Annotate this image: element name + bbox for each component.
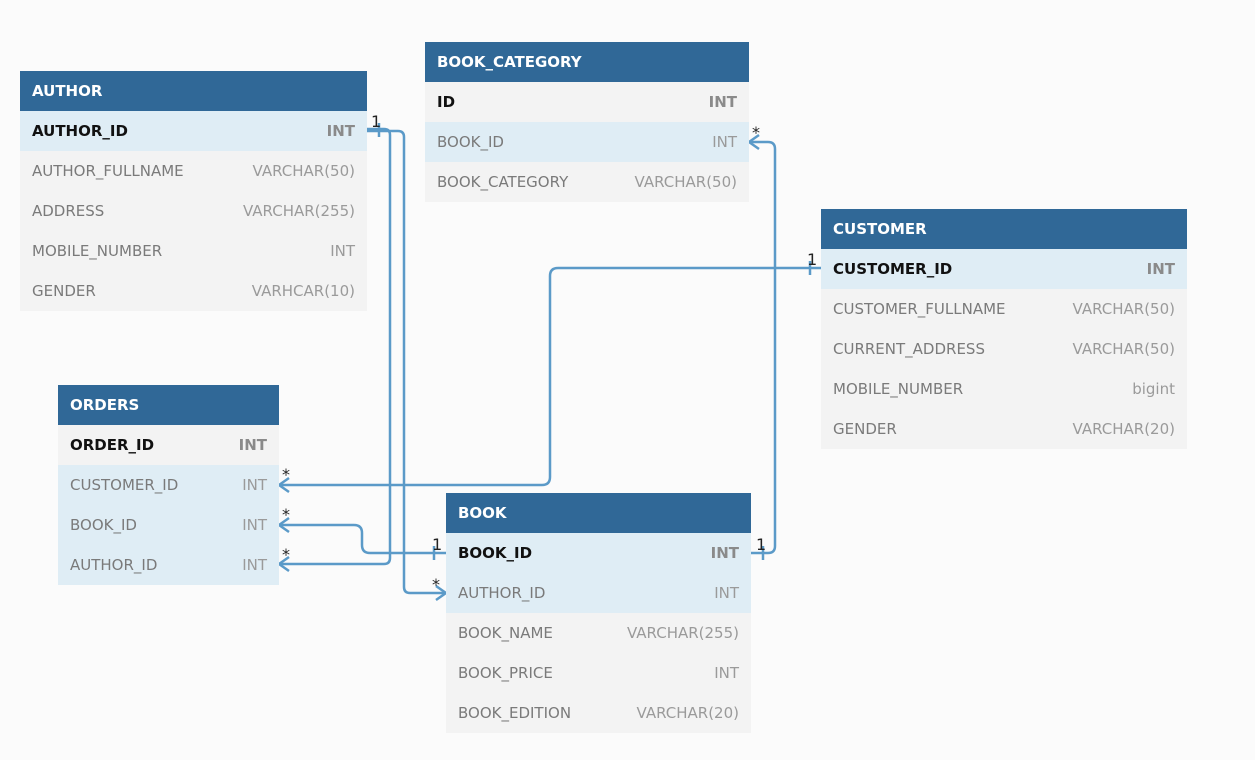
customer-table-title[interactable]: CUSTOMER [821, 209, 1187, 249]
link-book-orders [279, 523, 446, 555]
card-orders-author-many: * [282, 545, 290, 564]
card-book-left-one: 1 [432, 535, 443, 554]
orders-table-title[interactable]: ORDERS [58, 385, 279, 425]
card-book-author-many: * [432, 575, 440, 594]
book-category-table-title[interactable]: BOOK_CATEGORY [425, 42, 749, 82]
card-customer-one: 1 [807, 250, 818, 269]
card-author-one: 1 [371, 112, 382, 131]
card-orders-book-many: * [282, 505, 290, 524]
author-table-title[interactable]: AUTHOR [20, 71, 367, 111]
card-book-right-one: 1 [756, 535, 767, 554]
book-table-title[interactable]: BOOK [446, 493, 751, 533]
card-orders-customer-many: * [282, 465, 290, 484]
card-category-many: * [752, 123, 760, 142]
link-book-category [749, 140, 777, 555]
